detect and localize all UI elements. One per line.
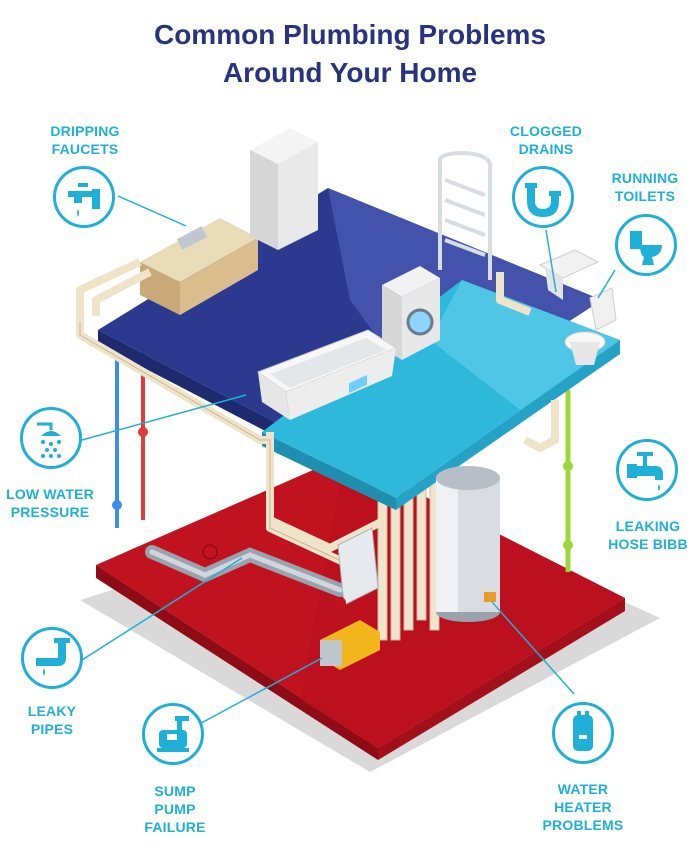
refrigerator [250,128,318,250]
label-clogged-drains: CLOGGED DRAINS [509,123,583,157]
sump-pump-icon [142,703,204,765]
page-title-line-2: Around Your Home [222,57,478,88]
label-sump-pump-failure: SUMP PUMP FAILURE [144,783,206,835]
page-title-line-1: Common Plumbing Problems [153,19,547,50]
label-leaky-pipes: LEAKY PIPES [27,703,77,737]
leaky-pipe-icon [21,627,83,689]
sump-pump [320,597,380,670]
water-heater-icon [552,702,614,764]
label-leaking-hose-bibb: LEAKING HOSE BIBB [608,518,688,552]
shower-icon [20,407,82,469]
control-panel [337,374,379,606]
leader-lines [81,195,616,729]
faucet-icon [53,166,115,228]
towel-rail [438,151,492,280]
label-water-heater-problems: WATER HEATER PROBLEMS [542,781,624,833]
toilet-icon [615,214,677,276]
label-dripping-faucets: DRIPPING FAUCETS [50,123,120,157]
hose-bibb-icon [616,439,678,501]
water-heater-tank [436,466,500,622]
toilet [564,287,617,365]
label-running-toilets: RUNNING TOILETS [611,170,679,204]
label-low-water-pressure: LOW WATER PRESSURE [6,486,94,520]
bathtub [256,329,398,420]
washing-machine [382,266,440,360]
drain-pipe-icon [512,166,574,228]
basement-floor [96,456,625,748]
